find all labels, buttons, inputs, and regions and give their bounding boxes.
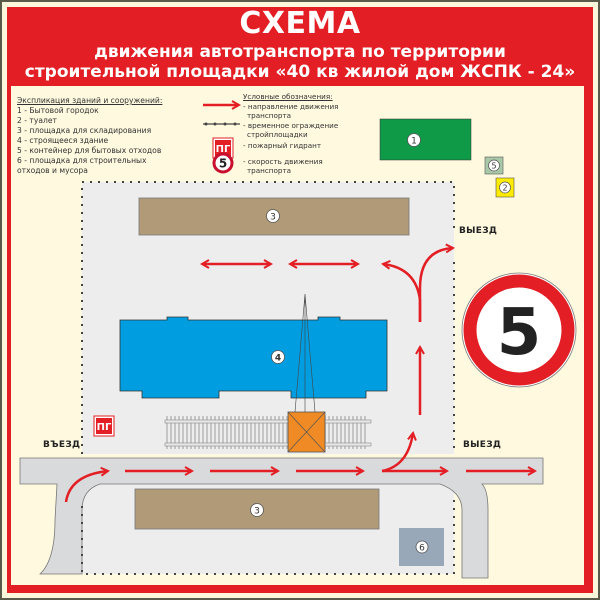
legend-arrow-text-2: транспорта: [247, 111, 292, 121]
legend-heading: Условные обозначения:: [243, 92, 333, 101]
entry-label: ВЪЕЗД: [43, 440, 81, 450]
crane-rails: [164, 416, 372, 449]
legend-fence-text-2: стройплощадки: [247, 130, 308, 140]
explication-item: 5 - контейнер для бытовых отходов: [17, 146, 162, 155]
legend-fence-text: - временное ограждение: [243, 120, 339, 130]
legend-speed-text: - скорость движения: [243, 156, 323, 166]
building-under-construction[interactable]: [119, 316, 388, 399]
explication-heading: Экспликация зданий и сооружений:: [17, 96, 163, 105]
legend-icons: ПГ 5: [203, 100, 242, 174]
temporary-fence[interactable]: [81, 181, 455, 575]
svg-text:5: 5: [491, 162, 496, 171]
svg-text:2: 2: [502, 184, 507, 193]
explication-item: 6 - площадка для строительных: [17, 156, 147, 165]
explication-item: 2 - туалет: [17, 116, 57, 125]
svg-text:ПГ: ПГ: [97, 422, 112, 433]
explication-item: 1 - Бытовой городок: [17, 106, 99, 115]
explication-item: 4 - строящееся здание: [17, 136, 109, 145]
legend-hydrant-text: - пожарный гидрант: [243, 140, 322, 150]
svg-text:6: 6: [419, 544, 425, 554]
subtitle-line-2: строительной площадки «40 кв жилой дом Ж…: [24, 62, 576, 82]
site-office[interactable]: [379, 118, 472, 161]
tower-crane[interactable]: [287, 293, 326, 453]
svg-text:ПГ: ПГ: [216, 144, 231, 155]
legend: Условные обозначения: - направление движ…: [243, 92, 338, 176]
explication-item: 3 - площадка для складирования: [17, 126, 152, 135]
legend-arrow-text: - направление движения: [243, 101, 339, 111]
speed-limit-sign[interactable]: 5: [461, 272, 577, 388]
svg-text:1: 1: [411, 137, 417, 147]
legend-speed-text-2: транспорта: [247, 166, 292, 176]
svg-text:3: 3: [270, 213, 276, 223]
svg-text:5: 5: [497, 296, 542, 370]
explication: Экспликация зданий и сооружений: 1 - Быт…: [17, 96, 162, 176]
explication-item: отходов и мусора: [17, 166, 88, 175]
svg-text:5: 5: [219, 157, 227, 171]
svg-text:4: 4: [275, 354, 281, 364]
svg-text:3: 3: [254, 507, 260, 517]
exit-label-top: ВЫЕЗД: [459, 226, 498, 236]
exit-label-bottom: ВЫЕЗД: [463, 440, 502, 450]
traffic-arrows: [64, 243, 538, 503]
page-title: СХЕМА: [239, 6, 361, 41]
subtitle-line-1: движения автотранспорта по территории: [94, 42, 506, 62]
fire-hydrant-marker[interactable]: ПГ: [93, 415, 115, 437]
